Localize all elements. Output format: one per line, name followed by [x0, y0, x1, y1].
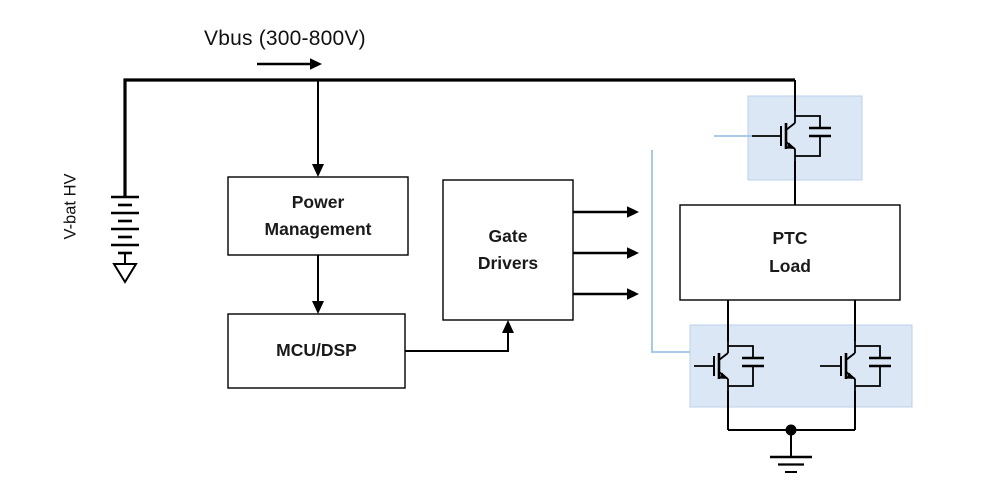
capacitor-icon [855, 345, 891, 387]
hv-bus-line [123, 78, 796, 196]
ground-chevron-icon [112, 263, 138, 284]
igbt-icon [820, 341, 891, 391]
gate-drivers-line2: Drivers [477, 253, 539, 273]
igbt-icon [752, 111, 831, 161]
vbus-label: Vbus (300-800V) [204, 27, 366, 50]
gate-net-line-vertical [651, 150, 690, 353]
power-management-label: Power Management [228, 177, 408, 255]
capacitor-icon [795, 115, 831, 157]
ground-rail [727, 391, 856, 473]
capacitor-icon [728, 345, 764, 387]
gate-drivers-box [442, 179, 574, 321]
top-igbt-highlight-box [747, 95, 863, 181]
power-management-line2: Management [264, 219, 372, 239]
ptc-load-label: PTC Load [680, 205, 900, 300]
gate-driver-output-arrows [573, 206, 639, 300]
mcu-dsp-text: MCU/DSP [276, 340, 357, 361]
power-management-box [227, 176, 409, 256]
ptc-load-line1: PTC [772, 228, 808, 249]
pm-to-mcu-arrow [312, 255, 324, 314]
earth-ground-icon [770, 455, 812, 473]
power-management-line1: Power [291, 191, 345, 212]
mcu-dsp-box [227, 313, 406, 389]
ptc-load-line2: Load [769, 255, 811, 276]
mcu-to-gd-arrow [405, 320, 514, 352]
vbus-arrow-icon [257, 58, 322, 70]
gate-drivers-label: Gate Drivers [443, 180, 573, 320]
bus-to-pm-arrow [312, 80, 324, 177]
ptc-load-box [679, 204, 901, 301]
battery-icon [111, 195, 139, 284]
mcu-dsp-label: MCU/DSP [228, 314, 405, 388]
igbt-icon [694, 341, 764, 391]
gate-drivers-line1: Gate [488, 225, 528, 246]
vbat-label: V-bat HV [61, 173, 80, 240]
